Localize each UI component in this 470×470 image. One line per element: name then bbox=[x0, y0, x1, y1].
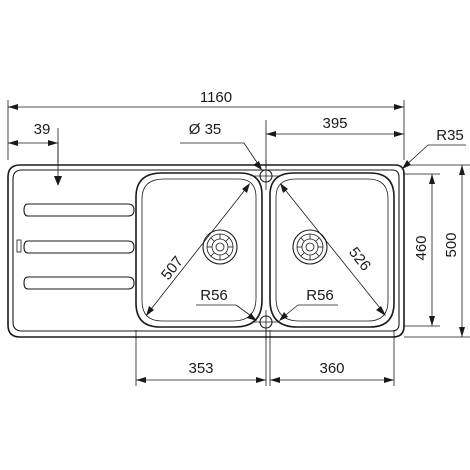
dim-label-r56-left: R56 bbox=[200, 287, 228, 304]
dim-label-1160: 1160 bbox=[200, 89, 232, 106]
dim-label-r56-right: R56 bbox=[306, 287, 334, 304]
dimension-radius-right: R56 bbox=[279, 287, 338, 321]
right-bowl-outer bbox=[269, 172, 395, 328]
dimension-drainer-offset: 39 bbox=[8, 121, 58, 146]
left-bowl-inner bbox=[141, 178, 257, 322]
dim-label-500: 500 bbox=[443, 232, 460, 257]
dim-label-360: 360 bbox=[319, 360, 344, 377]
dimension-inner-depth: 460 bbox=[413, 174, 435, 326]
dimension-bowl-left-width: 353 bbox=[136, 360, 266, 383]
dim-label-39: 39 bbox=[34, 121, 51, 138]
overflow-slot bbox=[16, 239, 22, 253]
dimension-overall-width: 1160 bbox=[8, 89, 404, 110]
dimension-bowl-right-width: 360 bbox=[270, 360, 394, 383]
drainer-ribs bbox=[16, 203, 135, 290]
dim-label-460: 460 bbox=[413, 235, 430, 260]
extension-lines bbox=[7, 100, 470, 386]
dim-label-r35: R35 bbox=[436, 127, 464, 144]
drainer-rib bbox=[23, 276, 135, 290]
sink-inner-rim bbox=[12, 169, 400, 332]
dim-label-395: 395 bbox=[322, 115, 347, 132]
drainer-rib bbox=[23, 203, 135, 217]
right-drain bbox=[292, 229, 328, 265]
left-drain bbox=[202, 229, 238, 265]
dim-label-507: 507 bbox=[158, 253, 187, 283]
dimension-drain-hole: Ø 35 bbox=[180, 121, 262, 170]
dimension-bowl-offset: 395 bbox=[266, 115, 404, 137]
left-bowl-outer bbox=[135, 172, 263, 328]
drainer-rib bbox=[23, 240, 135, 254]
dimension-radius-left: R56 bbox=[196, 287, 257, 321]
dimension-corner-radius: R35 bbox=[402, 127, 466, 169]
sink-outer-rim bbox=[7, 164, 405, 338]
sink-body bbox=[7, 164, 405, 338]
right-bowl-inner bbox=[275, 178, 389, 322]
dim-label-diameter-35: Ø 35 bbox=[189, 121, 222, 138]
dim-label-353: 353 bbox=[188, 360, 213, 377]
drainer-pointer bbox=[54, 143, 62, 186]
dimension-overall-depth: 500 bbox=[443, 165, 465, 337]
dimension-diagonal-left: 507 bbox=[146, 183, 250, 316]
